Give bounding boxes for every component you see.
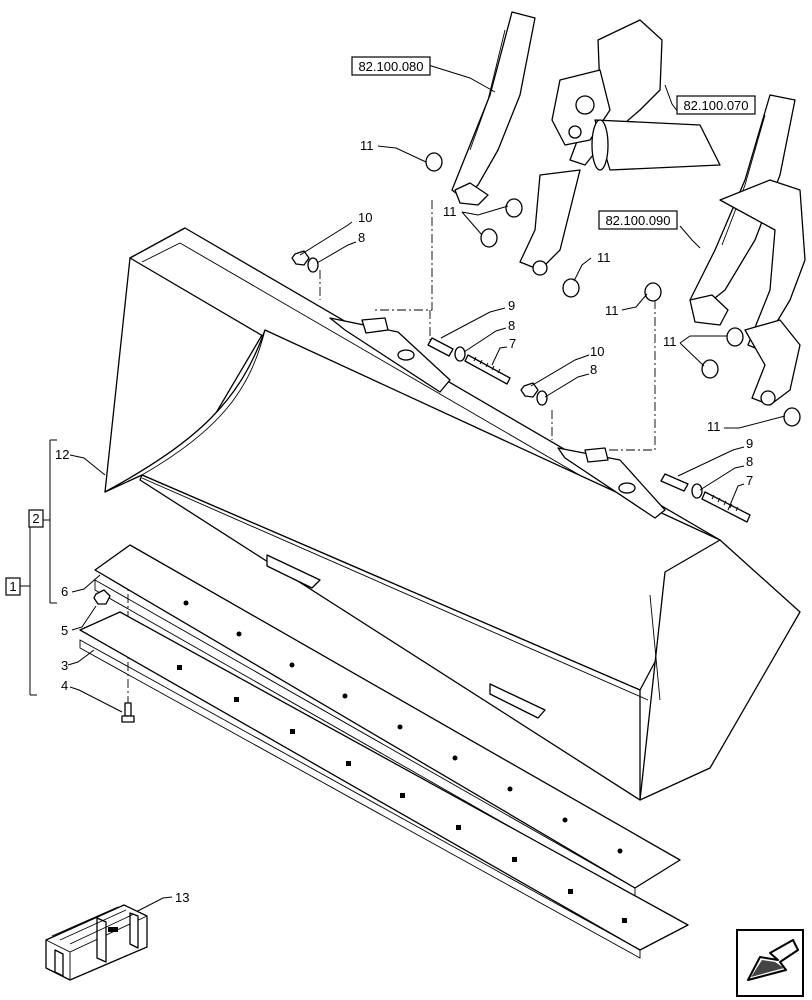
callout-6: 6: [61, 584, 68, 599]
callout-labels: 11 11 11 11 11 11 10 8 9 8 7 10 8 9 8 7 …: [55, 138, 753, 905]
callout-11-d: 11: [605, 303, 619, 318]
callout-9-a: 9: [508, 298, 515, 313]
callout-11-e: 11: [663, 334, 677, 349]
callout-7-b: 7: [746, 473, 753, 488]
group-brackets: [20, 439, 57, 696]
ref-box-boom-left[interactable]: 82.100.080: [351, 56, 431, 76]
callout-8-b: 8: [508, 318, 515, 333]
callout-10-b: 10: [590, 344, 604, 359]
callout-13: 13: [175, 890, 189, 905]
callout-11-b: 11: [443, 204, 457, 219]
toolbox-crate: [45, 904, 148, 981]
callout-3: 3: [61, 658, 68, 673]
callout-11-c: 11: [597, 250, 611, 265]
callout-8-d: 8: [746, 454, 753, 469]
callout-9-b: 9: [746, 436, 753, 451]
cutting-edge-lower: [79, 611, 689, 959]
callout-7-a: 7: [509, 336, 516, 351]
ref-box-boom-right[interactable]: 82.100.090: [598, 210, 678, 230]
callout-12: 12: [55, 447, 69, 462]
loader-arm-left: [451, 11, 721, 276]
group-box-2: 2: [28, 509, 44, 528]
svg-text:82.100.090: 82.100.090: [605, 213, 670, 228]
svg-text:1: 1: [9, 579, 16, 594]
callout-4: 4: [61, 678, 68, 693]
callout-10-a: 10: [358, 210, 372, 225]
callout-8-c: 8: [590, 362, 597, 377]
callout-5: 5: [61, 623, 68, 638]
svg-text:2: 2: [32, 511, 39, 526]
svg-text:82.100.080: 82.100.080: [358, 59, 423, 74]
previous-page-icon[interactable]: [736, 929, 804, 997]
hardware: [93, 152, 801, 723]
svg-text:82.100.070: 82.100.070: [683, 98, 748, 113]
bushings: [425, 152, 801, 427]
callout-11-f: 11: [707, 419, 721, 434]
callout-8-a: 8: [358, 230, 365, 245]
loader-arm-right: [689, 94, 806, 406]
group-box-1: 1: [5, 577, 21, 596]
ref-box-boom-pin[interactable]: 82.100.070: [676, 95, 756, 115]
leader-lines: [67, 63, 786, 917]
bucket: [104, 227, 801, 801]
callout-11-a: 11: [360, 138, 374, 153]
